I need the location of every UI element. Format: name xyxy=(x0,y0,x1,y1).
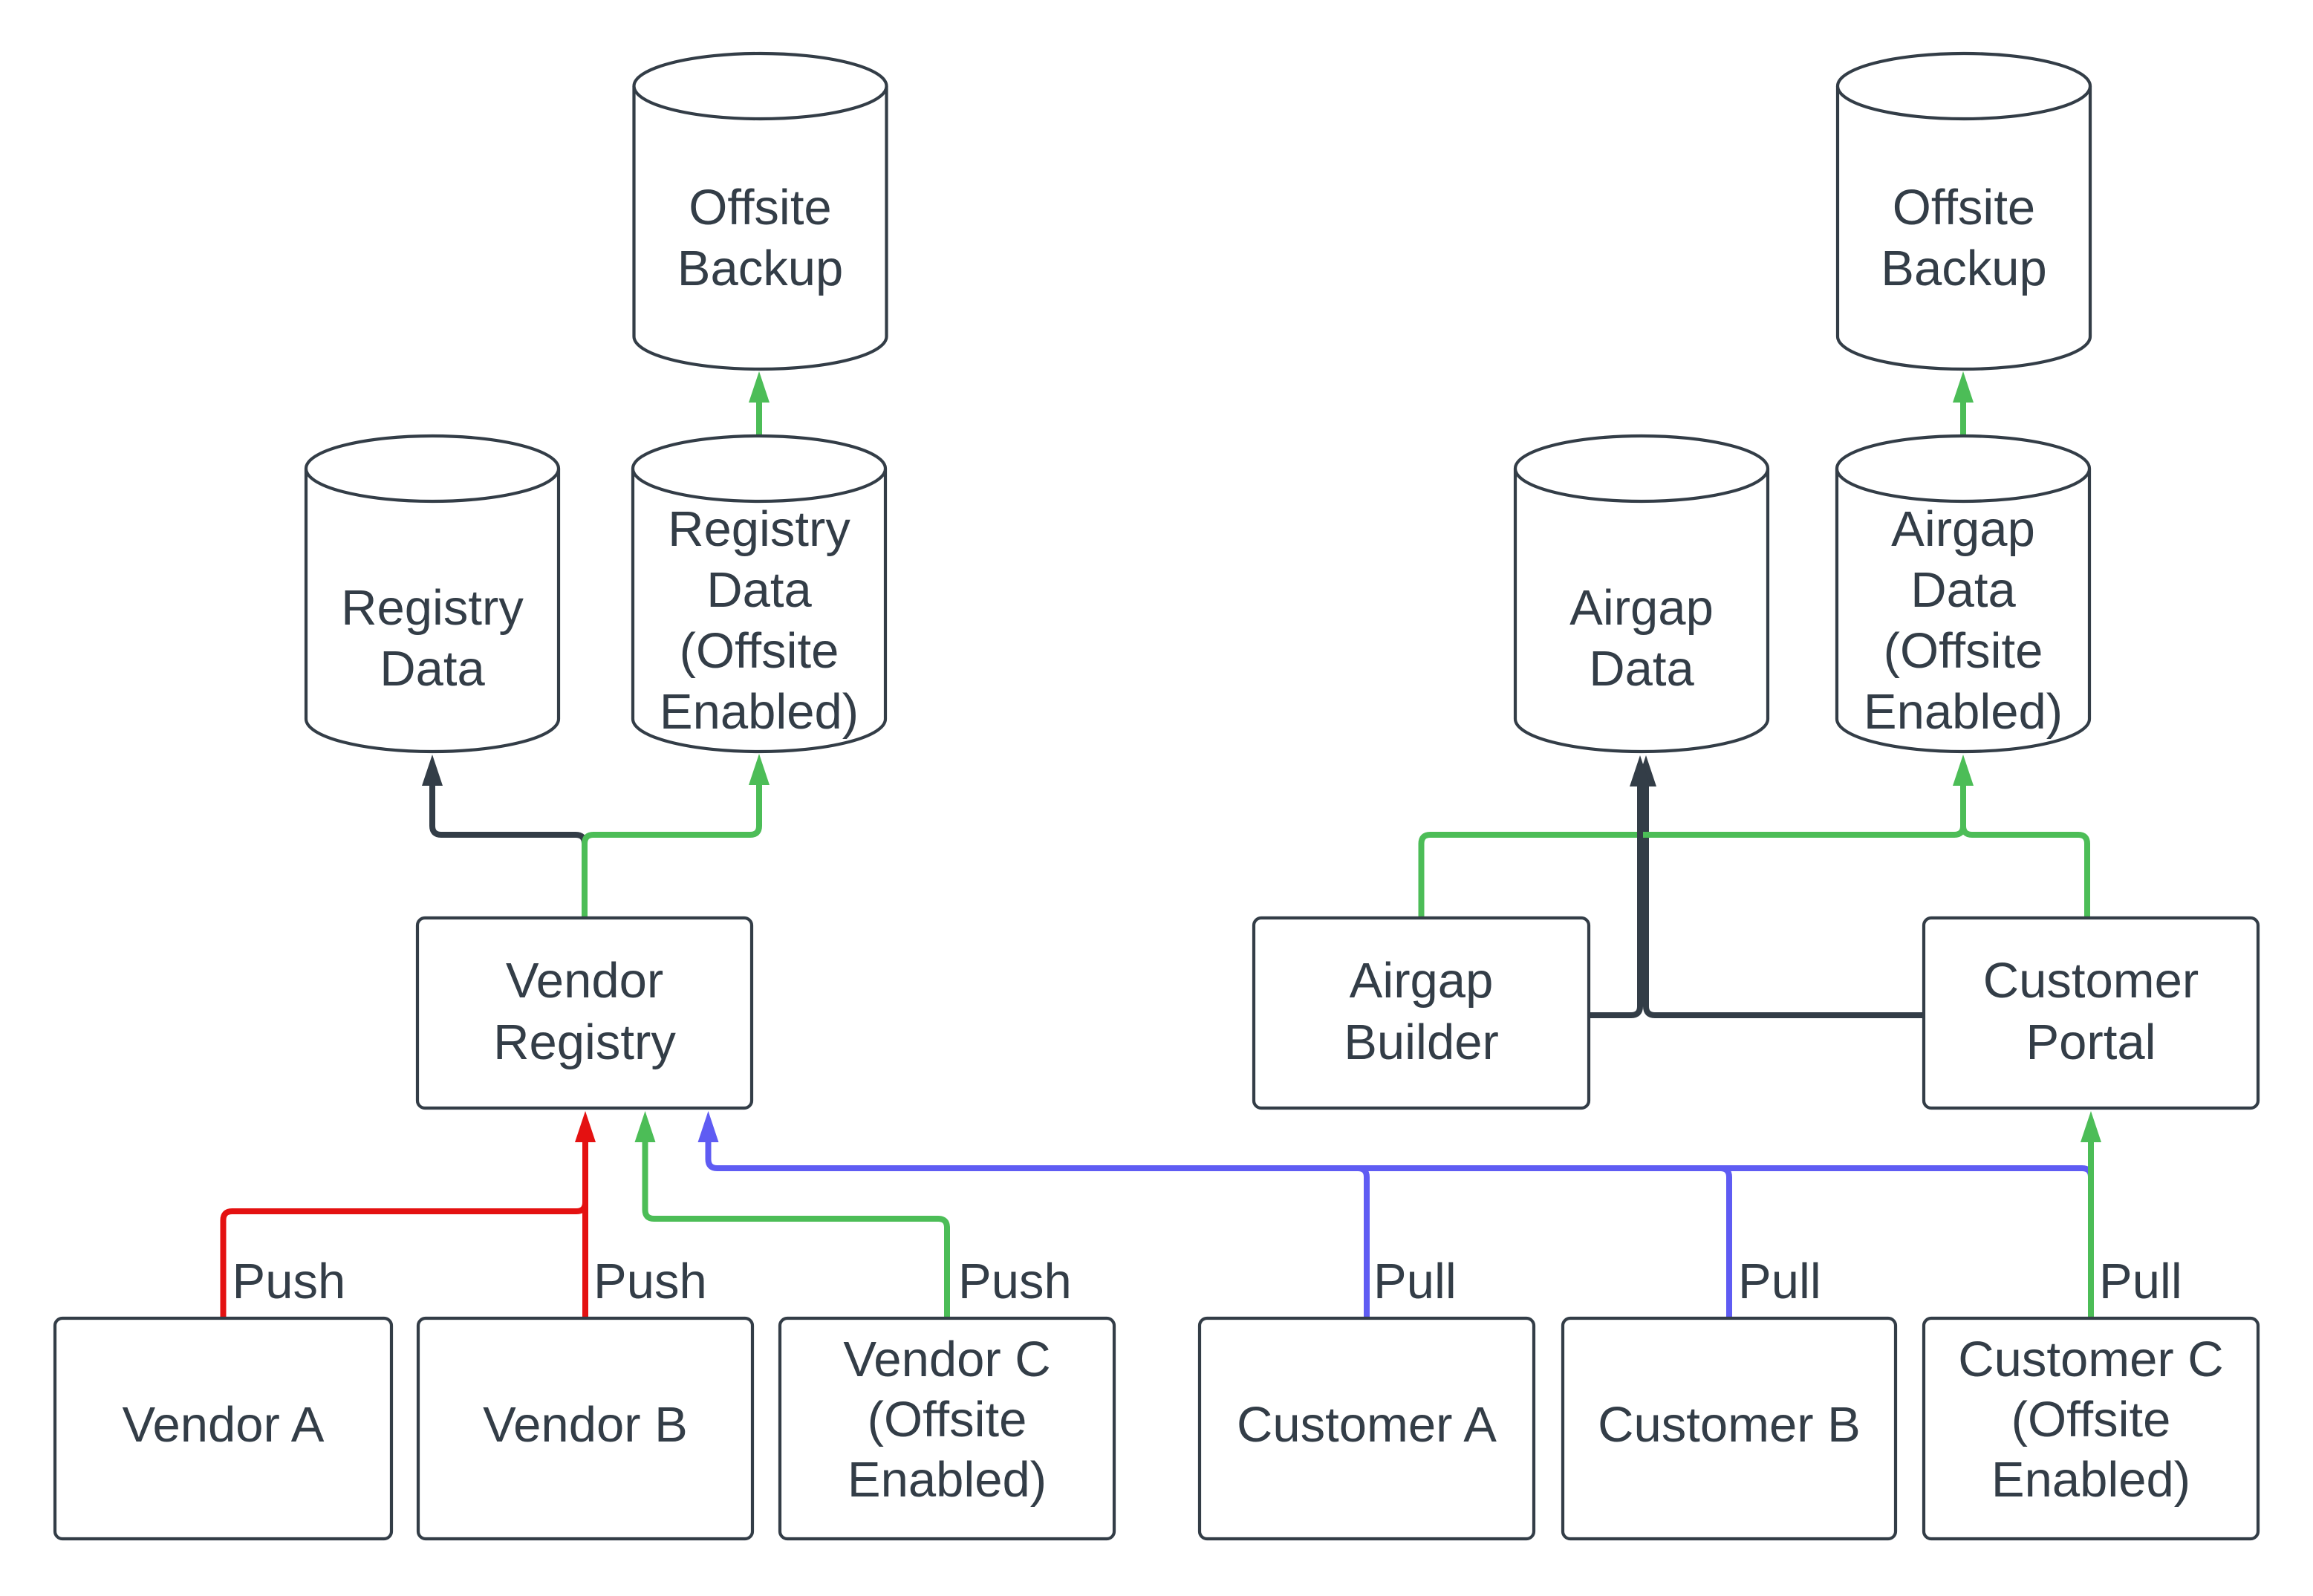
svg-text:Backup: Backup xyxy=(1881,241,2046,296)
svg-text:Customer B: Customer B xyxy=(1598,1397,1861,1453)
svg-text:(Offsite: (Offsite xyxy=(680,623,839,679)
svg-text:Registry: Registry xyxy=(341,580,524,636)
svg-text:Push: Push xyxy=(593,1254,707,1309)
svg-text:Registry: Registry xyxy=(668,501,850,557)
svg-text:Data: Data xyxy=(706,562,812,618)
svg-text:Customer A: Customer A xyxy=(1237,1397,1497,1453)
svg-text:(Offsite: (Offsite xyxy=(868,1392,1027,1447)
svg-text:Vendor C: Vendor C xyxy=(843,1332,1050,1387)
svg-text:Vendor A: Vendor A xyxy=(123,1397,325,1453)
svg-text:Data: Data xyxy=(1589,641,1694,697)
svg-text:Enabled): Enabled) xyxy=(1991,1452,2190,1508)
svg-text:Offsite: Offsite xyxy=(1893,180,2035,235)
svg-text:Vendor B: Vendor B xyxy=(483,1397,688,1453)
svg-text:Data: Data xyxy=(1910,562,2016,618)
svg-text:Customer C: Customer C xyxy=(1958,1332,2223,1387)
svg-text:Customer: Customer xyxy=(1983,953,2199,1009)
svg-text:Portal: Portal xyxy=(2026,1014,2156,1070)
svg-text:Registry: Registry xyxy=(493,1014,676,1070)
svg-text:Enabled): Enabled) xyxy=(1864,684,2063,740)
svg-text:Enabled): Enabled) xyxy=(660,684,859,740)
svg-text:Backup: Backup xyxy=(677,241,843,296)
svg-text:Pull: Pull xyxy=(1373,1254,1457,1309)
svg-text:Vendor: Vendor xyxy=(506,953,663,1009)
svg-text:(Offsite: (Offsite xyxy=(1884,623,2043,679)
svg-text:Pull: Pull xyxy=(2099,1254,2182,1309)
svg-text:(Offsite: (Offsite xyxy=(2011,1392,2171,1447)
svg-text:Builder: Builder xyxy=(1344,1014,1499,1070)
svg-text:Data: Data xyxy=(380,641,485,697)
svg-text:Pull: Pull xyxy=(1738,1254,1821,1309)
svg-text:Offsite: Offsite xyxy=(689,180,831,235)
svg-text:Airgap: Airgap xyxy=(1350,953,1494,1009)
svg-text:Enabled): Enabled) xyxy=(848,1452,1047,1508)
svg-text:Push: Push xyxy=(958,1254,1072,1309)
svg-text:Push: Push xyxy=(232,1254,346,1309)
svg-text:Airgap: Airgap xyxy=(1891,501,2035,557)
svg-text:Airgap: Airgap xyxy=(1569,580,1714,636)
